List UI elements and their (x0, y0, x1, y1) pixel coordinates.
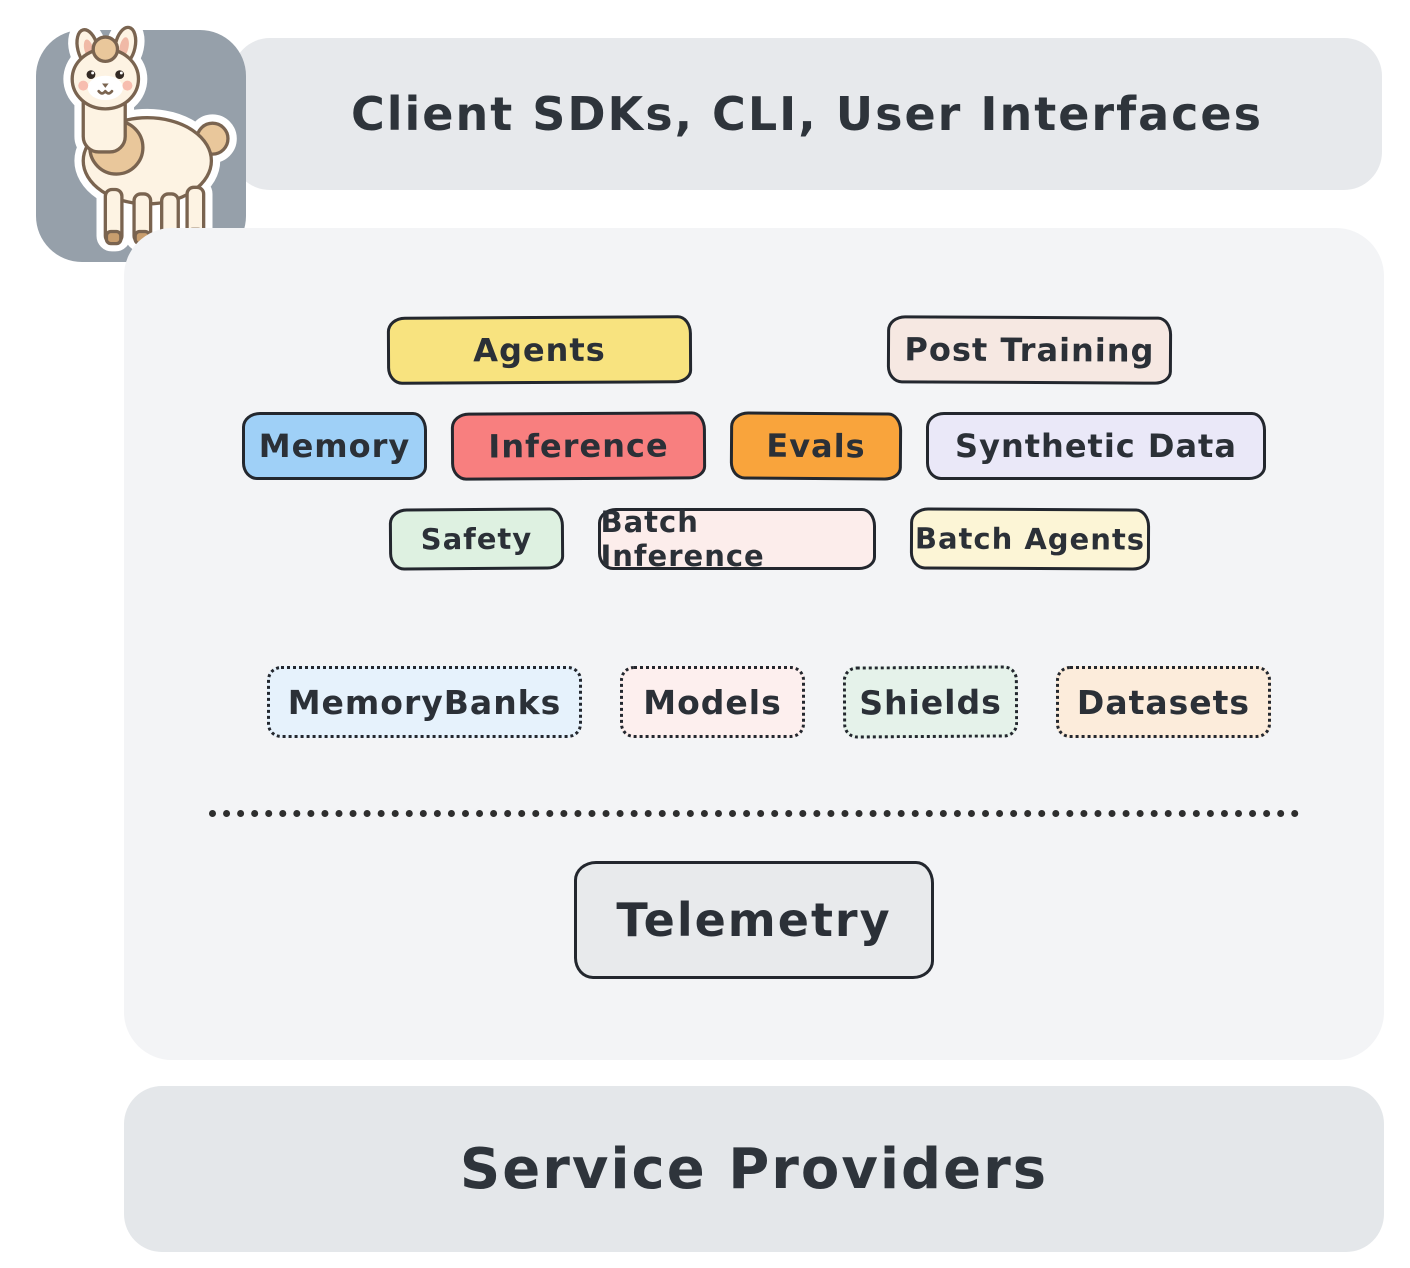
api-row-3: Safety Batch Inference Batch Agents (139, 505, 1399, 573)
api-box-evals: Evals (729, 411, 903, 481)
api-box-post-training: Post Training (886, 315, 1172, 385)
api-row-2: Memory Inference Evals Synthetic Data (124, 411, 1384, 481)
header-bar: Client SDKs, CLI, User Interfaces (232, 38, 1382, 190)
llama-logo-badge (36, 18, 246, 262)
api-box-memory: Memory (242, 412, 427, 480)
api-stack-panel: Agents Post Training Memory Inference Ev… (124, 228, 1384, 1060)
api-row-1: Agents Post Training (149, 315, 1409, 385)
resource-row: MemoryBanks Models Shields Datasets (139, 665, 1399, 739)
api-box-batch-inference: Batch Inference (597, 505, 876, 573)
resource-box-memorybanks: MemoryBanks (267, 666, 582, 738)
resource-box-models: Models (620, 666, 805, 738)
api-box-safety: Safety (388, 507, 564, 571)
api-box-synthetic-data: Synthetic Data (926, 412, 1266, 480)
llama-mascot-icon (63, 18, 237, 252)
dotted-divider (209, 810, 1299, 817)
service-providers-bar: Service Providers (124, 1086, 1384, 1252)
resource-box-shields: Shields (842, 665, 1019, 739)
header-title: Client SDKs, CLI, User Interfaces (350, 87, 1263, 141)
api-box-agents: Agents (386, 315, 692, 385)
api-box-inference: Inference (450, 411, 707, 481)
resource-box-datasets: Datasets (1056, 666, 1271, 738)
telemetry-box: Telemetry (574, 861, 934, 979)
api-box-batch-agents: Batch Agents (909, 507, 1150, 571)
service-providers-title: Service Providers (459, 1136, 1049, 1202)
